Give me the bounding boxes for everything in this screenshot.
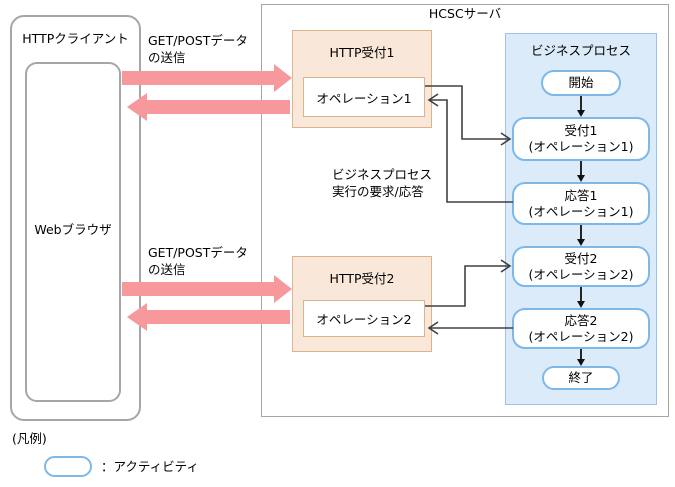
activity-response-2: 応答2 (オペレーション2) — [512, 308, 650, 349]
web-browser-label: Webブラウザ — [34, 222, 112, 237]
legend-title: (凡例) — [12, 431, 47, 446]
activity-start: 開始 — [541, 70, 621, 96]
operation-1-box: オペレーション1 — [303, 77, 425, 117]
bp-request-label: ビジネスプロセス 実行の要求/応答 — [332, 167, 433, 199]
operation-2-label: オペレーション2 — [316, 312, 412, 327]
activity-reception-1: 受付1 (オペレーション1) — [512, 117, 650, 161]
hcsc-server-title: HCSCサーバ — [428, 6, 502, 21]
operation-1-label: オペレーション1 — [316, 90, 412, 106]
http-client-title: HTTPクライアント — [22, 31, 129, 46]
getpost-label-bottom: GET/POSTデータ の送信 — [148, 245, 248, 277]
legend-activity-label: ：アクティビティ — [101, 459, 199, 474]
operation-2-box: オペレーション2 — [303, 300, 425, 337]
activity-reception-2: 受付2 (オペレーション2) — [512, 246, 650, 287]
getpost-label-top: GET/POSTデータ の送信 — [148, 33, 248, 65]
http-reception-1-title: HTTP受付1 — [329, 45, 395, 60]
http-reception-2-title: HTTP受付2 — [329, 271, 395, 286]
activity-end: 終了 — [542, 366, 620, 390]
legend-activity-shape — [44, 456, 92, 477]
business-process-title: ビジネスプロセス — [530, 43, 631, 58]
activity-response-1: 応答1 (オペレーション1) — [512, 182, 650, 225]
web-browser-box — [25, 62, 121, 402]
